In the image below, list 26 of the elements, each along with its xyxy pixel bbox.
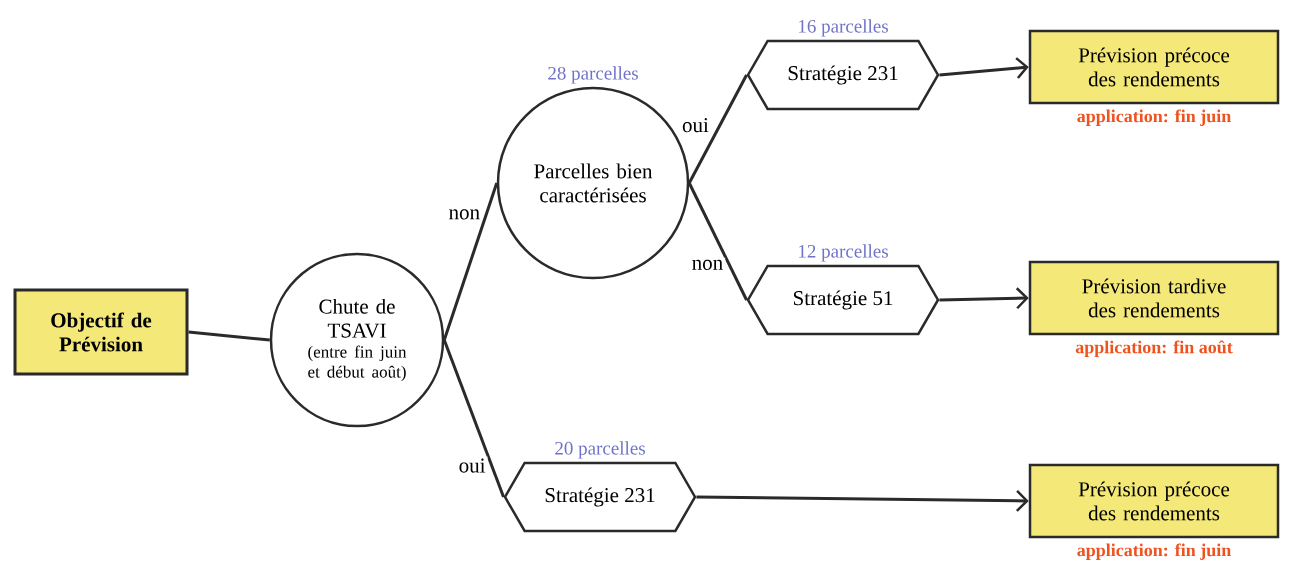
connector [188,330,270,342]
edge-label: oui [456,456,488,475]
application-note: application: fin août [1075,340,1233,357]
plot-count: 12 parcelles [799,244,888,262]
strategy-hexagon: Stratégie 231 [503,461,697,533]
application-note: application: fin juin [1077,543,1231,560]
edge-label: non [446,207,483,222]
connector [442,182,499,341]
connector [687,182,748,301]
plot-count: 28 parcelles [548,66,638,84]
result-box: Prévision précoce des rendements [1028,463,1280,539]
plot-count: 16 parcelles [799,19,888,37]
connector [442,339,505,498]
application-note: application: fin juin [1077,109,1231,126]
plot-count: 20 parcelles [555,441,645,459]
result-box: Prévision précoce des rendements [1028,29,1280,105]
connector [687,74,748,184]
strategy-hexagon: Stratégie 51 [746,264,940,336]
goal-box: Objectif de Prévision [13,288,189,376]
connector [696,489,1029,512]
connector [939,287,1029,310]
edge-label: oui [680,116,711,135]
edge-label: non [689,257,726,272]
strategy-hexagon: Stratégie 231 [746,39,940,111]
connector [939,57,1029,79]
result-box: Prévision tardive des rendements [1028,260,1280,336]
